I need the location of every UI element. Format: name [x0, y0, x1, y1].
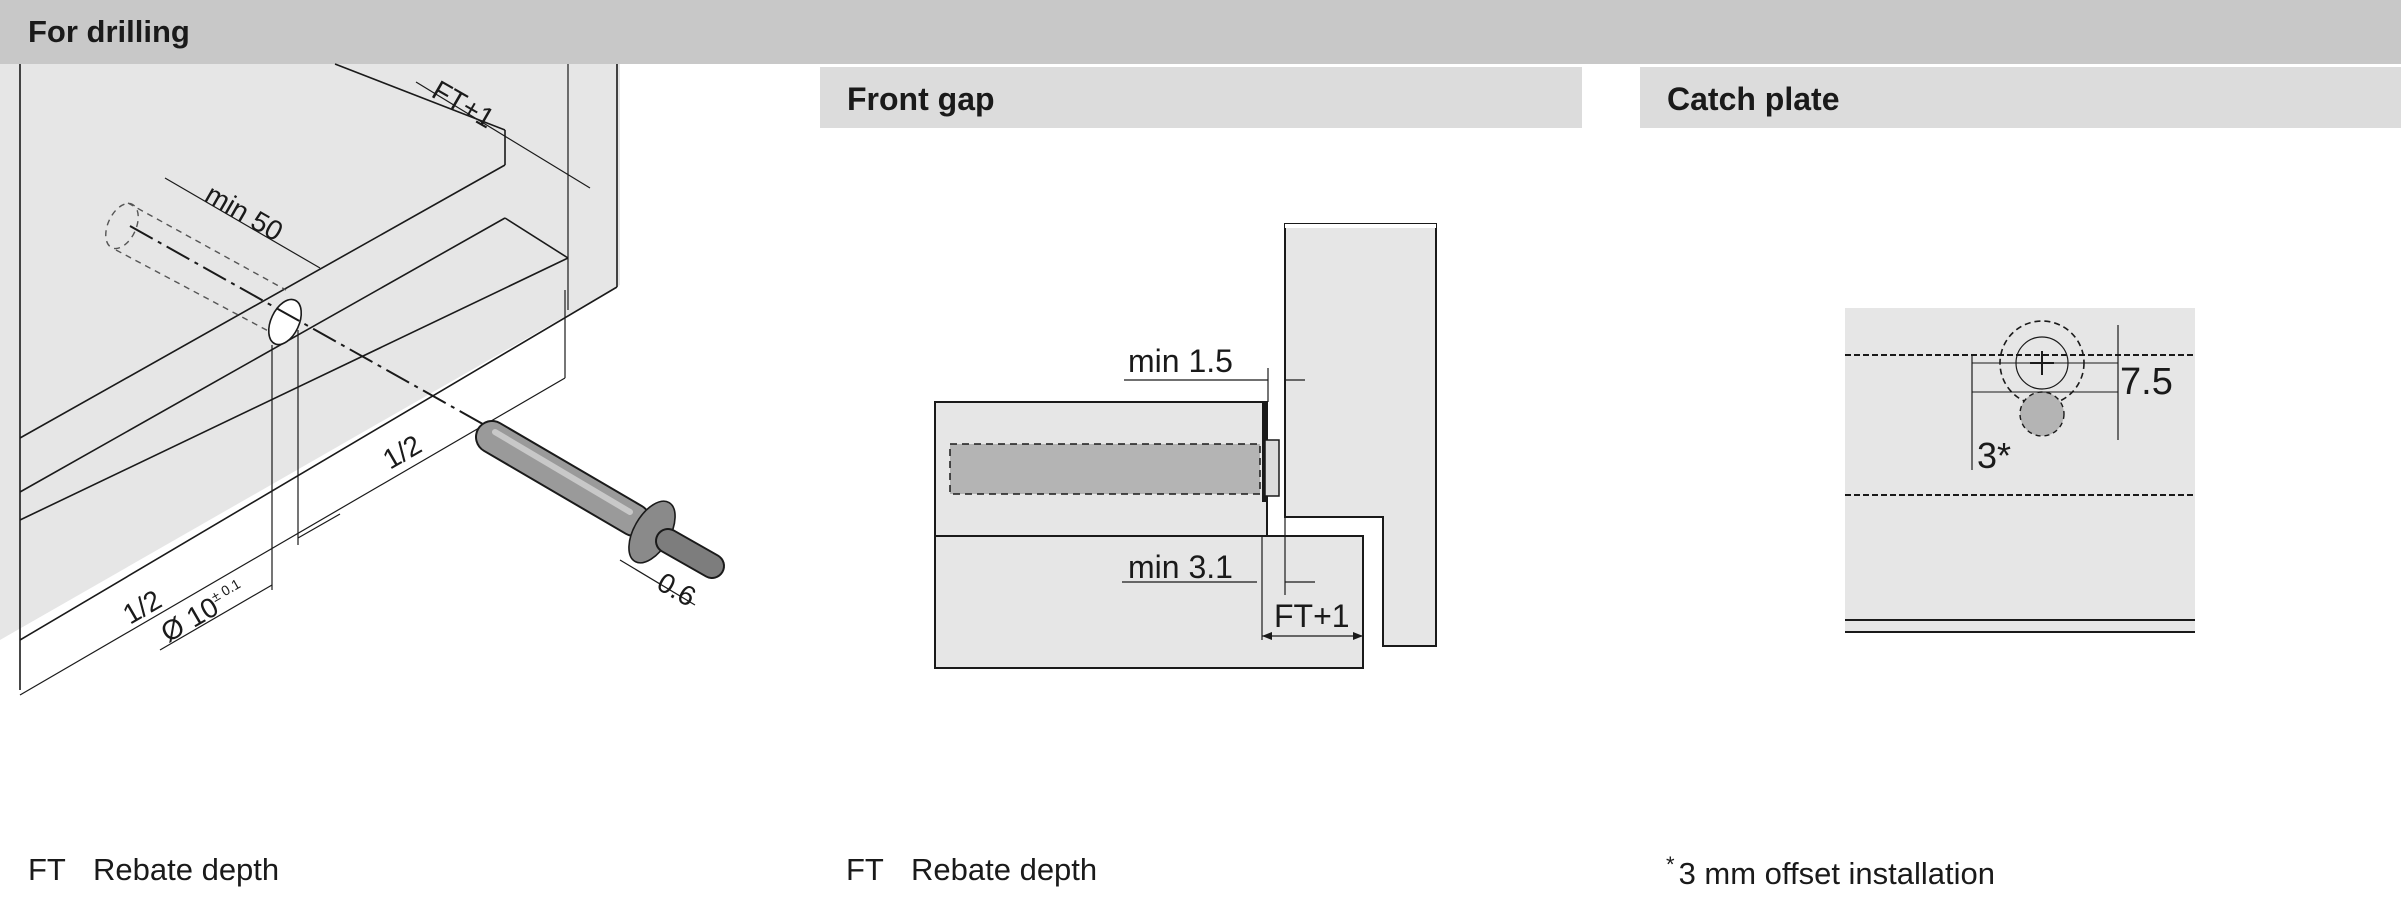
dim-half-front: 1/2 — [378, 429, 427, 475]
lower-panel — [934, 535, 1364, 669]
dim-min-3-1: min 3.1 — [1128, 549, 1233, 585]
dim-ft-plus-1: FT+1 — [1274, 598, 1350, 634]
legend-text: 3 mm offset installation — [1678, 856, 1996, 891]
legend-catch-plate: *3 mm offset installation — [1666, 852, 1995, 892]
front-gap-header-bar: Front gap — [820, 67, 1582, 128]
section-title: For drilling — [28, 14, 190, 49]
legend-drilling: FT Rebate depth — [28, 852, 279, 888]
drilling-diagram: FT+1 min 50 1/2 1/2 Ø 10± 0.1 0.6 — [0, 63, 725, 696]
cabinet-side-panel — [0, 64, 620, 640]
legend-front-gap: FT Rebate depth — [846, 852, 1097, 888]
dim-7-5: 7.5 — [2120, 361, 2173, 403]
legend-text: Rebate depth — [93, 852, 280, 887]
section-header-bar: For drilling — [0, 0, 2401, 64]
dim-3-offset: 3* — [1977, 435, 2011, 476]
legend-abbr: FT — [846, 852, 884, 887]
push-latch-body — [949, 443, 1261, 495]
legend-abbr: FT — [28, 852, 66, 887]
catch-plate-diagram: 7.5 3* — [1845, 308, 2195, 633]
dim-min-1-5: min 1.5 — [1128, 343, 1233, 379]
legend-marker: * — [1666, 852, 1675, 877]
catch-plate-title: Catch plate — [1667, 81, 1840, 117]
legend-text: Rebate depth — [911, 852, 1098, 887]
catch-plate-surface — [1845, 308, 2195, 633]
front-gap-title: Front gap — [847, 81, 995, 117]
front-gap-diagram: min 1.5 min 3.1 FT+1 — [934, 223, 1437, 669]
drill-hole — [105, 202, 303, 346]
dim-offset: 0.6 — [652, 566, 701, 612]
catch-plate-header-bar: Catch plate — [1640, 67, 2401, 128]
dim-diameter: Ø 10± 0.1 — [156, 575, 251, 648]
push-latch — [475, 420, 725, 579]
